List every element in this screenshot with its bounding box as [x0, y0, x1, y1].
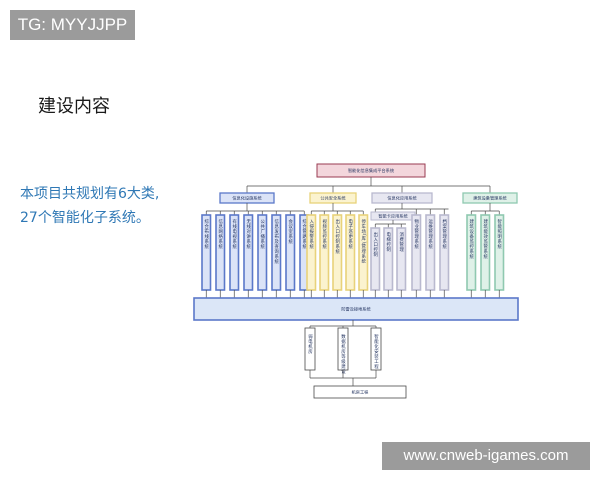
- subsystem-label: 信息发布及查询系统: [274, 218, 279, 265]
- category-header-label: 信息化设施系统: [232, 194, 261, 201]
- tag-label: TG: MYYJJPP: [10, 10, 135, 40]
- subsystem-label: 物业管理系统: [414, 218, 419, 250]
- intro-line-1: 本项目共规划有6大类,: [20, 186, 160, 202]
- subsystem-label: 档案管理系统: [442, 218, 447, 250]
- subsystem-label: 出入口控制: [373, 231, 378, 258]
- subsystem-label: 电子巡更系统: [348, 218, 353, 250]
- subsystem-label: 综合布线系统: [204, 218, 209, 250]
- category-header-label: 信息化应用系统: [387, 194, 416, 201]
- subsystem-label: 停车场(库)管理系统: [361, 218, 367, 265]
- subsystem-label: 运维管理系统: [428, 218, 433, 250]
- base-system-label: 防雷及接地系统: [341, 306, 370, 313]
- top-platform-label: 智能化信息集成平台系统: [348, 167, 394, 174]
- bottom-system-label: 弱电机房: [308, 334, 313, 355]
- subsystem-label: 综合管路系统: [302, 218, 307, 250]
- bottom-system-label: 数据机房等级建设: [341, 333, 346, 375]
- subsystem-label: 无线对讲系统: [246, 219, 251, 250]
- subsystem-label: 建筑能效监管系统: [483, 218, 488, 260]
- subsystem-label: 电梯控制: [386, 231, 391, 253]
- subsystem-label: 出入口控制系统: [335, 218, 340, 255]
- category-header-label: 公共安全系统: [320, 194, 345, 201]
- bottom-system-label: 智能化安装工程: [374, 333, 379, 370]
- subgroup-label: 智能卡应用系统: [378, 212, 407, 219]
- subsystem-label: 公共广播系统: [260, 219, 265, 250]
- subsystem-label: 智能照明系统: [497, 218, 502, 250]
- subsystem-label: 入侵报警系统: [309, 219, 314, 250]
- subsystem-label: 消费管理: [399, 231, 404, 252]
- foot-label: 机房工程: [352, 388, 370, 395]
- watermark-label: www.cnweb-igames.com: [382, 442, 590, 470]
- subsystem-label: 有线电视系统: [232, 218, 237, 250]
- page-title: 建设内容: [38, 96, 110, 117]
- subsystem-label: 信息网络系统: [218, 218, 223, 250]
- intro-line-2: 27个智能化子系统。: [20, 210, 150, 226]
- category-header-label: 建筑设备管理系统: [473, 194, 507, 201]
- subsystem-label: 会议室系统: [288, 218, 293, 245]
- base-system-bar: [193, 297, 519, 321]
- subsystem-label: 视频监控系统: [322, 218, 327, 250]
- foot-box: [313, 385, 407, 399]
- intro-text: 本项目共规划有6大类, 27个智能化子系统。: [20, 182, 190, 230]
- subsystem-label: 建筑设备监控系统: [469, 218, 474, 260]
